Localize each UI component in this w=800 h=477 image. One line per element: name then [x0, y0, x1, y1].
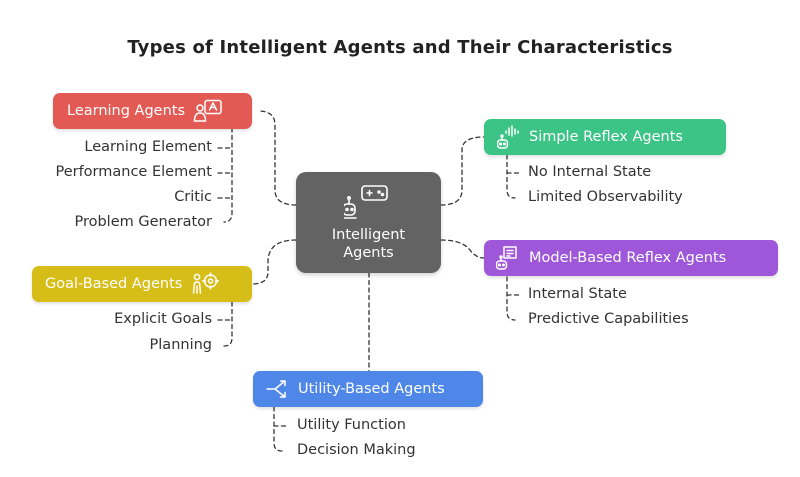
goal-based-agents-label: Goal-Based Agents [45, 276, 183, 292]
document-robot-icon [496, 245, 520, 271]
model-item-predictive-capabilities: Predictive Capabilities [528, 311, 689, 327]
center-node-label: Intelligent Agents [296, 226, 441, 262]
simple-item-no-internal-state: No Internal State [528, 164, 652, 180]
center-label-line-1: Intelligent [331, 227, 406, 243]
bracket-goal [223, 301, 233, 347]
diagram-title: Types of Intelligent Agents and Their Ch… [127, 37, 673, 58]
center-node-intelligent-agents: Intelligent Agents [296, 172, 441, 273]
learning-item-performance-element: Performance Element [55, 164, 212, 180]
node-learning-agents: Learning Agents [53, 93, 252, 129]
bracket-learning [223, 127, 233, 223]
node-utility-based-agents: Utility-Based Agents [253, 371, 483, 407]
bracket-model [506, 276, 516, 321]
learning-item-problem-generator: Problem Generator [74, 214, 212, 230]
model-based-reflex-agents-label: Model-Based Reflex Agents [529, 250, 727, 266]
utility-based-agents-label: Utility-Based Agents [298, 381, 445, 397]
bracket-utility [273, 406, 283, 452]
center-label-line-2: Agents [343, 245, 394, 261]
learning-item-learning-element: Learning Element [84, 139, 212, 155]
goal-item-planning: Planning [149, 337, 212, 353]
learning-agents-label: Learning Agents [67, 103, 186, 119]
goal-item-explicit-goals: Explicit Goals [114, 311, 212, 327]
simple-reflex-agents-label: Simple Reflex Agents [529, 129, 683, 145]
simple-item-limited-observability: Limited Observability [528, 189, 683, 205]
node-model-based-reflex-agents: Model-Based Reflex Agents [484, 240, 778, 276]
branching-arrows-icon [265, 378, 289, 400]
robot-gamepad-icon [342, 184, 390, 224]
bracket-simple [506, 154, 516, 199]
connector-center-simple [440, 136, 485, 206]
connector-center-model [440, 239, 485, 259]
node-goal-based-agents: Goal-Based Agents [32, 266, 252, 302]
connector-center-goal [251, 239, 297, 285]
learning-board-icon [193, 99, 223, 123]
model-item-internal-state: Internal State [528, 286, 627, 302]
utility-item-utility-function: Utility Function [297, 417, 406, 433]
node-simple-reflex-agents: Simple Reflex Agents [484, 119, 726, 155]
person-target-icon [191, 272, 220, 296]
learning-item-critic: Critic [174, 189, 212, 205]
connector-center-learning [257, 110, 297, 206]
utility-item-decision-making: Decision Making [297, 442, 416, 458]
sound-robot-icon [497, 124, 521, 150]
